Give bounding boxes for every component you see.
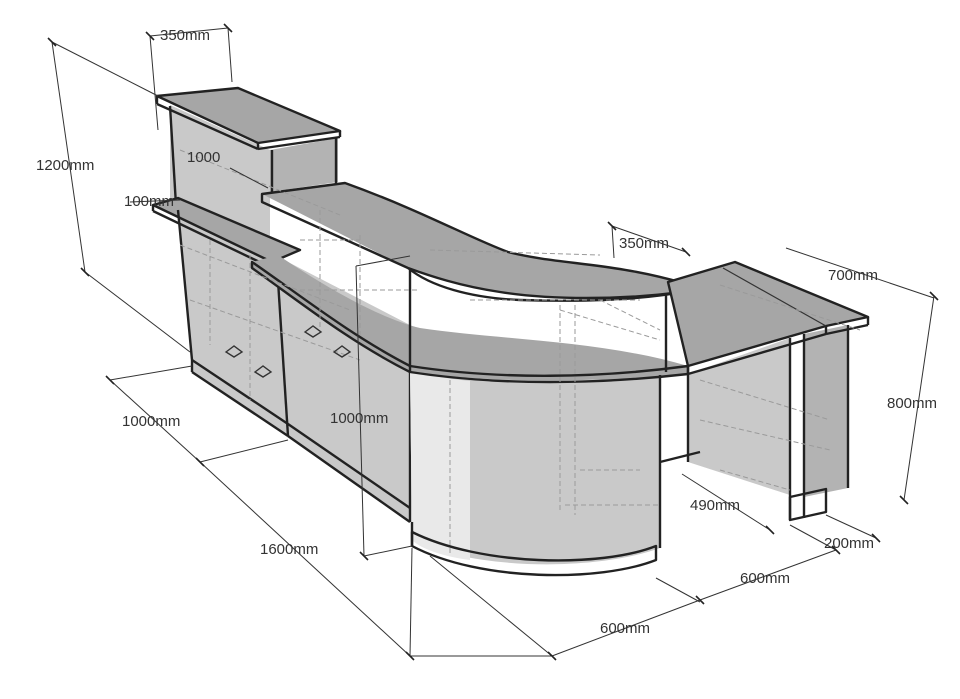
- wing-top: [668, 262, 868, 366]
- left-work-shelf: [153, 198, 300, 262]
- dim-upper-shelf-depth: 350mm: [160, 27, 210, 44]
- upper-shelf-edge: [156, 102, 259, 151]
- upper-shelf-edge: [257, 135, 341, 151]
- wing-inner-panel: [688, 338, 790, 495]
- dim-wing-plinth: 200mm: [824, 535, 874, 552]
- hidden-lines: [179, 149, 861, 555]
- dim-curve-depth: 600mm: [600, 620, 650, 637]
- dim-front-return-depth: 350mm: [619, 235, 669, 252]
- keyboard-trays: [224, 325, 352, 378]
- cabinet-edge: [176, 209, 194, 361]
- plinth-edge: [287, 423, 411, 509]
- dim-front-length: 1600mm: [260, 541, 318, 558]
- dimension-ticks: [47, 23, 939, 661]
- plinth-edge: [191, 359, 289, 425]
- dim-wing-length: 700mm: [828, 267, 878, 284]
- front-ledge: [252, 255, 688, 381]
- curved-front-shade: [410, 372, 470, 560]
- dim-counter-height: 1000mm: [330, 410, 388, 427]
- curved-front-panel: [410, 372, 660, 565]
- upper-shelf-top: [157, 88, 340, 143]
- plinth-edge: [191, 371, 289, 437]
- dim-overall-height: 1200mm: [36, 157, 94, 174]
- dim-side-depth: 1000mm: [122, 413, 180, 430]
- shelf-edge: [152, 209, 273, 270]
- dimension-lines: [51, 27, 935, 657]
- dim-wing-inner-depth: 490mm: [690, 497, 740, 514]
- dim-wing-depth: 600mm: [740, 570, 790, 587]
- dim-upper-shelf-width: 1000: [187, 149, 220, 166]
- upper-unit-front-panel: [270, 138, 338, 192]
- wing-top-outline: [666, 260, 870, 368]
- wing-base: [659, 450, 701, 464]
- wing-joint-line: [722, 267, 827, 327]
- dim-shelf-offset: 100mm: [124, 193, 174, 210]
- cabinet-edge: [275, 264, 290, 437]
- upper-unit-back-post: [168, 105, 178, 206]
- wing-plinth: [788, 487, 828, 522]
- curved-plinth: [410, 530, 658, 577]
- wing-end-panel: [804, 325, 848, 497]
- plinth-edge: [287, 435, 411, 523]
- counter-top: [262, 183, 683, 298]
- dim-wing-height: 800mm: [887, 395, 937, 412]
